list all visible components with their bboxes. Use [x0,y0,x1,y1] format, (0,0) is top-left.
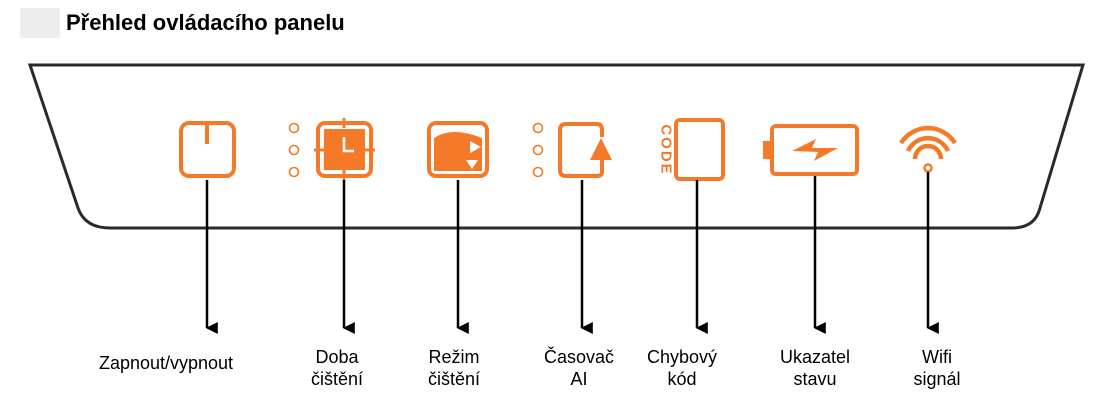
power-icon[interactable] [179,121,236,178]
arrows [205,172,939,334]
label-ai-timer: Časovač AI [543,347,615,389]
code-icon[interactable]: CODE [658,118,725,181]
mode-icon[interactable] [427,121,489,178]
panel-outline [27,63,1086,230]
label-cleaning-mode: Režim čištění [427,347,481,389]
indicator-dots-timer [532,122,544,178]
battery-icon[interactable] [763,124,859,176]
page-title: Přehled ovládacího panelu [20,8,345,38]
timer-icon[interactable] [558,122,612,178]
indicator-dots-time [288,122,300,178]
wifi-icon[interactable] [899,125,957,173]
label-status-indicator: Ukazatel stavu [779,347,851,389]
label-wifi-signal: Wifi signál [913,347,961,389]
label-error-code: Chybový kód [646,347,718,389]
code-icon-text: CODE [658,124,675,175]
label-cleaning-time: Doba čištění [310,347,364,389]
label-power: Zapnout/vypnout [98,353,234,373]
clock-icon[interactable] [314,118,375,180]
